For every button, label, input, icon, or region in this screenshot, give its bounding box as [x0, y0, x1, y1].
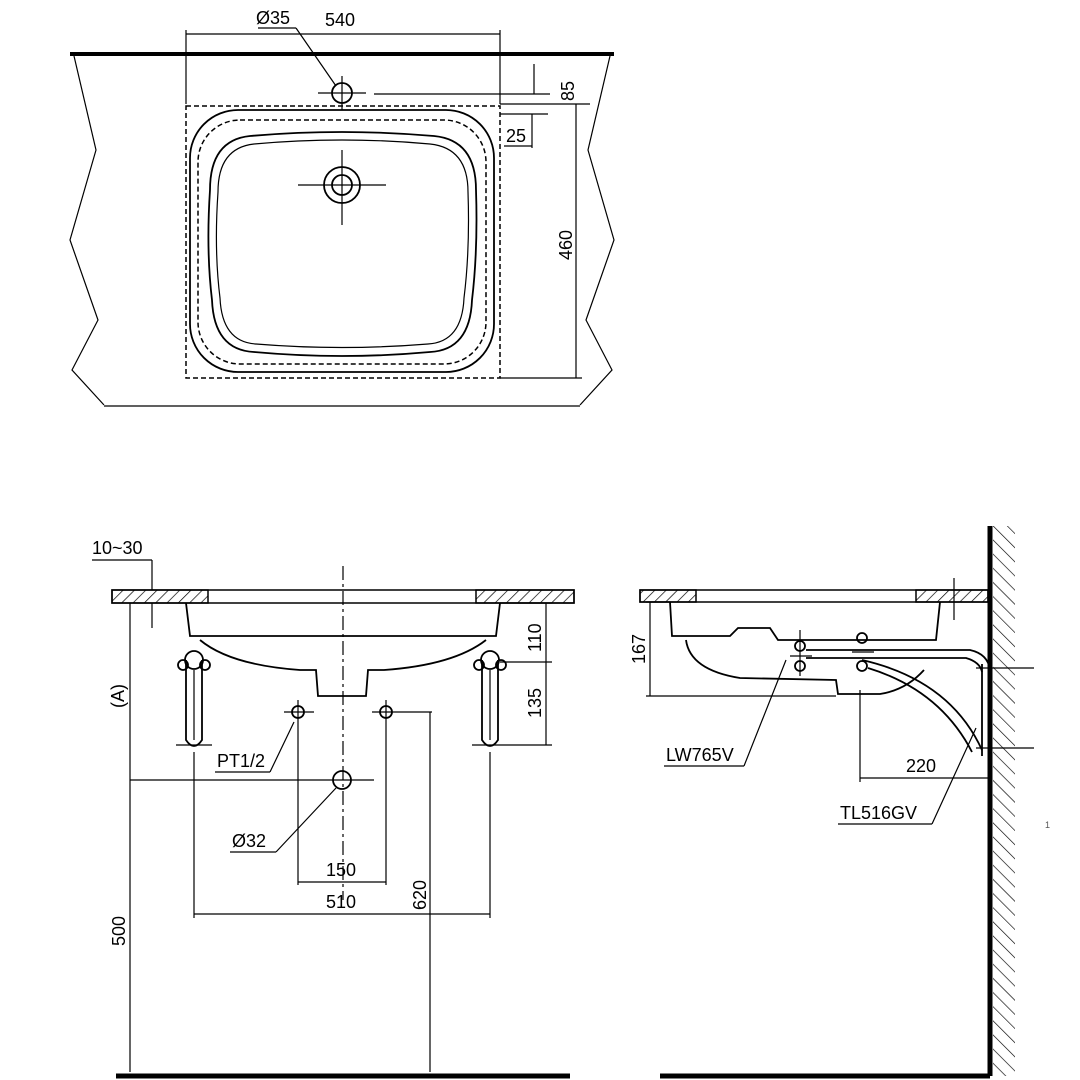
bracket-part-leader	[931, 727, 977, 825]
drain-height-label: 500	[109, 916, 129, 946]
reach-label: 220	[906, 756, 936, 776]
thread-leader	[269, 721, 295, 773]
break-line-right	[579, 55, 615, 406]
bowl-height-label: 110	[525, 623, 545, 652]
drain-fitting	[790, 630, 874, 676]
front-view: 10~30 110 135 (A) PT1/2 Ø32 150 510 620 …	[92, 538, 575, 1079]
hole-dia-leader	[295, 27, 337, 87]
break-line-left	[69, 55, 105, 406]
thread-label: PT1/2	[217, 751, 265, 771]
basin-bowl	[207, 131, 478, 357]
front-counter-hatch-left	[111, 589, 209, 604]
drain-dia-label: Ø32	[232, 831, 266, 851]
drain-part-leader	[743, 659, 787, 767]
bracket-part-label: TL516GV	[840, 803, 917, 823]
side-counter-hatch-left	[639, 589, 697, 603]
front-basin-body	[199, 639, 487, 697]
wall-hatch	[993, 526, 1015, 1076]
rim-label: 25	[506, 126, 526, 146]
a-label: (A)	[108, 684, 128, 708]
supply-spacing-label: 150	[326, 860, 356, 880]
counter-thk-label: 10~30	[92, 538, 143, 558]
basin-cutout-outline	[185, 105, 501, 379]
bracket-spacing-label: 510	[326, 892, 356, 912]
drain-dia-leader	[275, 787, 337, 853]
front-counter-hatch-right	[475, 589, 575, 604]
side-basin-body	[685, 639, 925, 695]
side-height-label: 167	[629, 634, 649, 664]
hole-dia-label: Ø35	[256, 8, 290, 28]
side-basin-top	[669, 601, 941, 641]
supply-height-label: 620	[410, 880, 430, 910]
side-counter-hatch-right	[915, 589, 989, 603]
side-view: 167 LW765V 220 TL516GV	[629, 526, 1034, 1079]
basin-bowl-inner	[215, 139, 470, 349]
drain-part-label: LW765V	[666, 745, 734, 765]
bracket-arm-top	[806, 649, 991, 671]
bracket-right	[472, 650, 552, 747]
bracket-height-label: 135	[525, 688, 545, 718]
width-label: 540	[325, 10, 355, 30]
offset-label: 85	[558, 81, 578, 101]
depth-label: 460	[556, 230, 576, 260]
page-marker: 1	[1045, 820, 1050, 830]
bracket-arm-curve-2	[867, 667, 973, 753]
top-view: Ø35 540 85 25 460	[69, 8, 615, 407]
bracket-arm-curve	[861, 659, 983, 751]
bracket-left	[176, 650, 212, 747]
